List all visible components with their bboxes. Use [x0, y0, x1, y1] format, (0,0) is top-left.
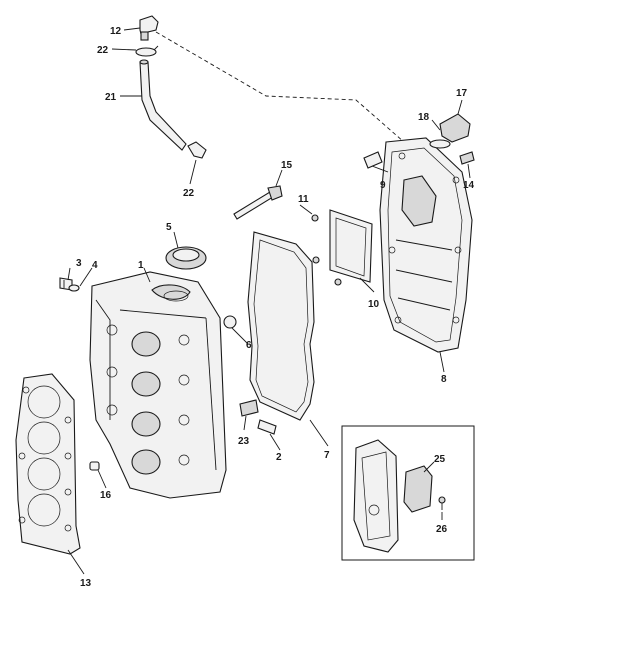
seal-5 — [165, 246, 207, 270]
screw-11 — [311, 214, 342, 286]
bolt-15 — [233, 185, 283, 220]
plug-9 — [363, 151, 383, 169]
callout-9: 9 — [380, 180, 386, 191]
elbow-fitting — [139, 15, 159, 41]
callout-11: 11 — [298, 194, 309, 205]
reference-line — [155, 31, 405, 143]
callout-15: 15 — [281, 160, 293, 171]
leader-lines — [67, 27, 471, 575]
washer-4 — [68, 284, 80, 292]
callout-26: 26 — [436, 524, 448, 535]
head-cover — [379, 137, 473, 353]
dowel-16 — [89, 461, 100, 471]
callout-2: 2 — [276, 452, 282, 463]
callout-13: 13 — [80, 578, 92, 589]
head-gasket — [15, 373, 81, 555]
callout-22-lower: 22 — [183, 188, 195, 199]
callout-21: 21 — [105, 92, 117, 103]
plug-6 — [223, 315, 237, 329]
oil-cap-17 — [439, 113, 471, 143]
hose-clamp-upper — [135, 45, 159, 57]
callout-8: 8 — [441, 374, 447, 385]
callout-16: 16 — [100, 490, 112, 501]
cylinder-head — [89, 271, 227, 499]
callout-22-upper: 22 — [97, 45, 109, 56]
callout-3: 3 — [76, 258, 82, 269]
callout-17: 17 — [456, 88, 468, 99]
callout-4: 4 — [92, 260, 98, 271]
hose — [139, 59, 187, 151]
callout-1: 1 — [138, 260, 144, 271]
callout-23: 23 — [238, 436, 250, 447]
callout-5: 5 — [166, 222, 172, 233]
callout-10: 10 — [368, 299, 380, 310]
cover-gasket — [247, 231, 315, 421]
inset-panel — [341, 425, 475, 561]
screw-14 — [459, 151, 475, 165]
plate-10 — [329, 209, 373, 283]
callout-25: 25 — [434, 454, 446, 465]
callout-18: 18 — [418, 112, 430, 123]
o-ring-18 — [429, 139, 451, 149]
bolt-23 — [239, 399, 259, 417]
callout-14: 14 — [463, 180, 475, 191]
callout-12: 12 — [110, 26, 122, 37]
callout-6: 6 — [246, 340, 252, 351]
callout-7: 7 — [324, 450, 330, 461]
hose-clamp-lower — [187, 141, 207, 159]
pin-2 — [257, 419, 277, 435]
